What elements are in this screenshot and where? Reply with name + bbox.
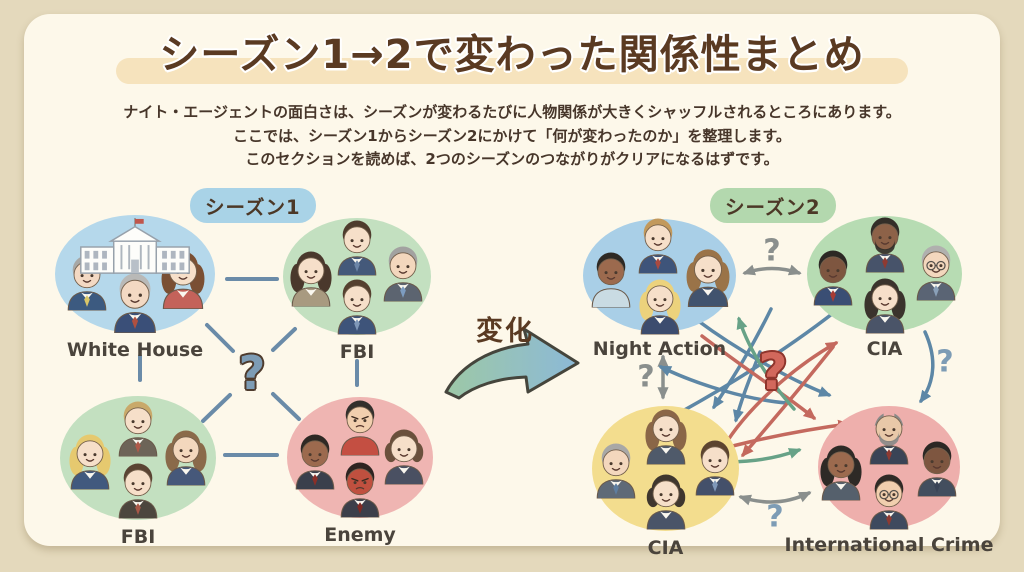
- group-white-house: White House: [55, 215, 215, 361]
- change-label: 変化: [476, 316, 534, 347]
- person-avatar: [865, 217, 904, 273]
- white-house-icon: [80, 217, 190, 274]
- person-avatar: [644, 409, 687, 465]
- question-mark-season1-center: ?: [238, 346, 266, 400]
- question-mark-cia-ic: ?: [936, 344, 954, 380]
- person-avatar: [118, 401, 158, 457]
- question-mark-season2-center: ?: [758, 343, 788, 401]
- group-cia-upper: CIA: [807, 216, 962, 360]
- intro-line-3: このセクションを読めば、2つのシーズンのつながりがクリアになるはずです。: [245, 150, 779, 168]
- person-avatar: [686, 248, 730, 307]
- group-members: [287, 397, 433, 518]
- season2-badge: シーズン2: [710, 188, 836, 223]
- group-label-enemy: Enemy: [324, 524, 396, 546]
- person-avatar: [646, 474, 685, 530]
- group-enemy: Enemy: [287, 397, 433, 546]
- group-label-fbi-lower: FBI: [120, 526, 156, 548]
- title-highlight-bar: [116, 58, 908, 84]
- page-title: シーズン1→2で変わった関係性まとめ: [159, 32, 865, 78]
- question-mark-cialower-ic: ?: [766, 499, 784, 535]
- person-avatar: [916, 245, 955, 301]
- group-members: [592, 406, 739, 531]
- person-avatar: [295, 434, 335, 490]
- group-members: [583, 218, 736, 335]
- intro-text: ナイト・エージェントの面白さは、シーズンが変わるたびに人物関係が大きくシャッフル…: [0, 101, 1024, 172]
- group-label-cia-upper: CIA: [866, 338, 903, 360]
- person-avatar: [814, 250, 853, 306]
- person-avatar: [118, 463, 158, 519]
- person-avatar: [869, 474, 909, 530]
- group-members: [807, 216, 962, 334]
- person-avatar: [917, 441, 957, 497]
- person-avatar: [290, 251, 332, 306]
- person-avatar: [340, 400, 380, 456]
- person-avatar: [340, 462, 380, 518]
- group-members: [283, 218, 431, 335]
- person-avatar: [820, 445, 862, 501]
- person-avatar: [383, 246, 423, 302]
- person-avatar: [596, 443, 635, 498]
- person-avatar: [114, 273, 156, 334]
- group-international-crime: International Crime: [785, 406, 993, 556]
- group-label-fbi-upper: FBI: [339, 341, 375, 363]
- group-cia-lower: CIA: [592, 406, 739, 559]
- person-avatar: [696, 440, 735, 496]
- question-mark-na-cialower: ?: [637, 359, 655, 395]
- person-avatar: [638, 279, 681, 335]
- person-avatar: [869, 413, 909, 465]
- season1-badge: シーズン1: [190, 188, 316, 223]
- person-avatar: [337, 220, 377, 276]
- person-avatar: [165, 430, 207, 486]
- intro-line-2: ここでは、シーズン1からシーズン2にかけて「何が変わったのか」を整理します。: [233, 126, 791, 145]
- intro-line-1: ナイト・エージェントの面白さは、シーズンが変わるたびに人物関係が大きくシャッフル…: [123, 103, 901, 121]
- group-label-international-crime: International Crime: [784, 534, 994, 556]
- group-label-cia-lower: CIA: [647, 537, 684, 559]
- person-avatar: [69, 434, 111, 490]
- person-avatar: [863, 278, 906, 334]
- group-night-action: Night Action: [583, 218, 736, 360]
- group-fbi-upper: FBI: [283, 218, 431, 363]
- person-avatar: [638, 218, 678, 274]
- person-avatar: [384, 429, 424, 485]
- question-mark-na-cia: ?: [763, 233, 781, 269]
- group-fbi-lower: FBI: [60, 396, 216, 548]
- group-label-night-action: Night Action: [592, 338, 727, 360]
- person-avatar: [591, 252, 630, 308]
- group-members: [60, 396, 216, 520]
- person-avatar: [337, 279, 377, 335]
- group-members: [818, 406, 960, 530]
- group-label-white-house: White House: [66, 339, 204, 361]
